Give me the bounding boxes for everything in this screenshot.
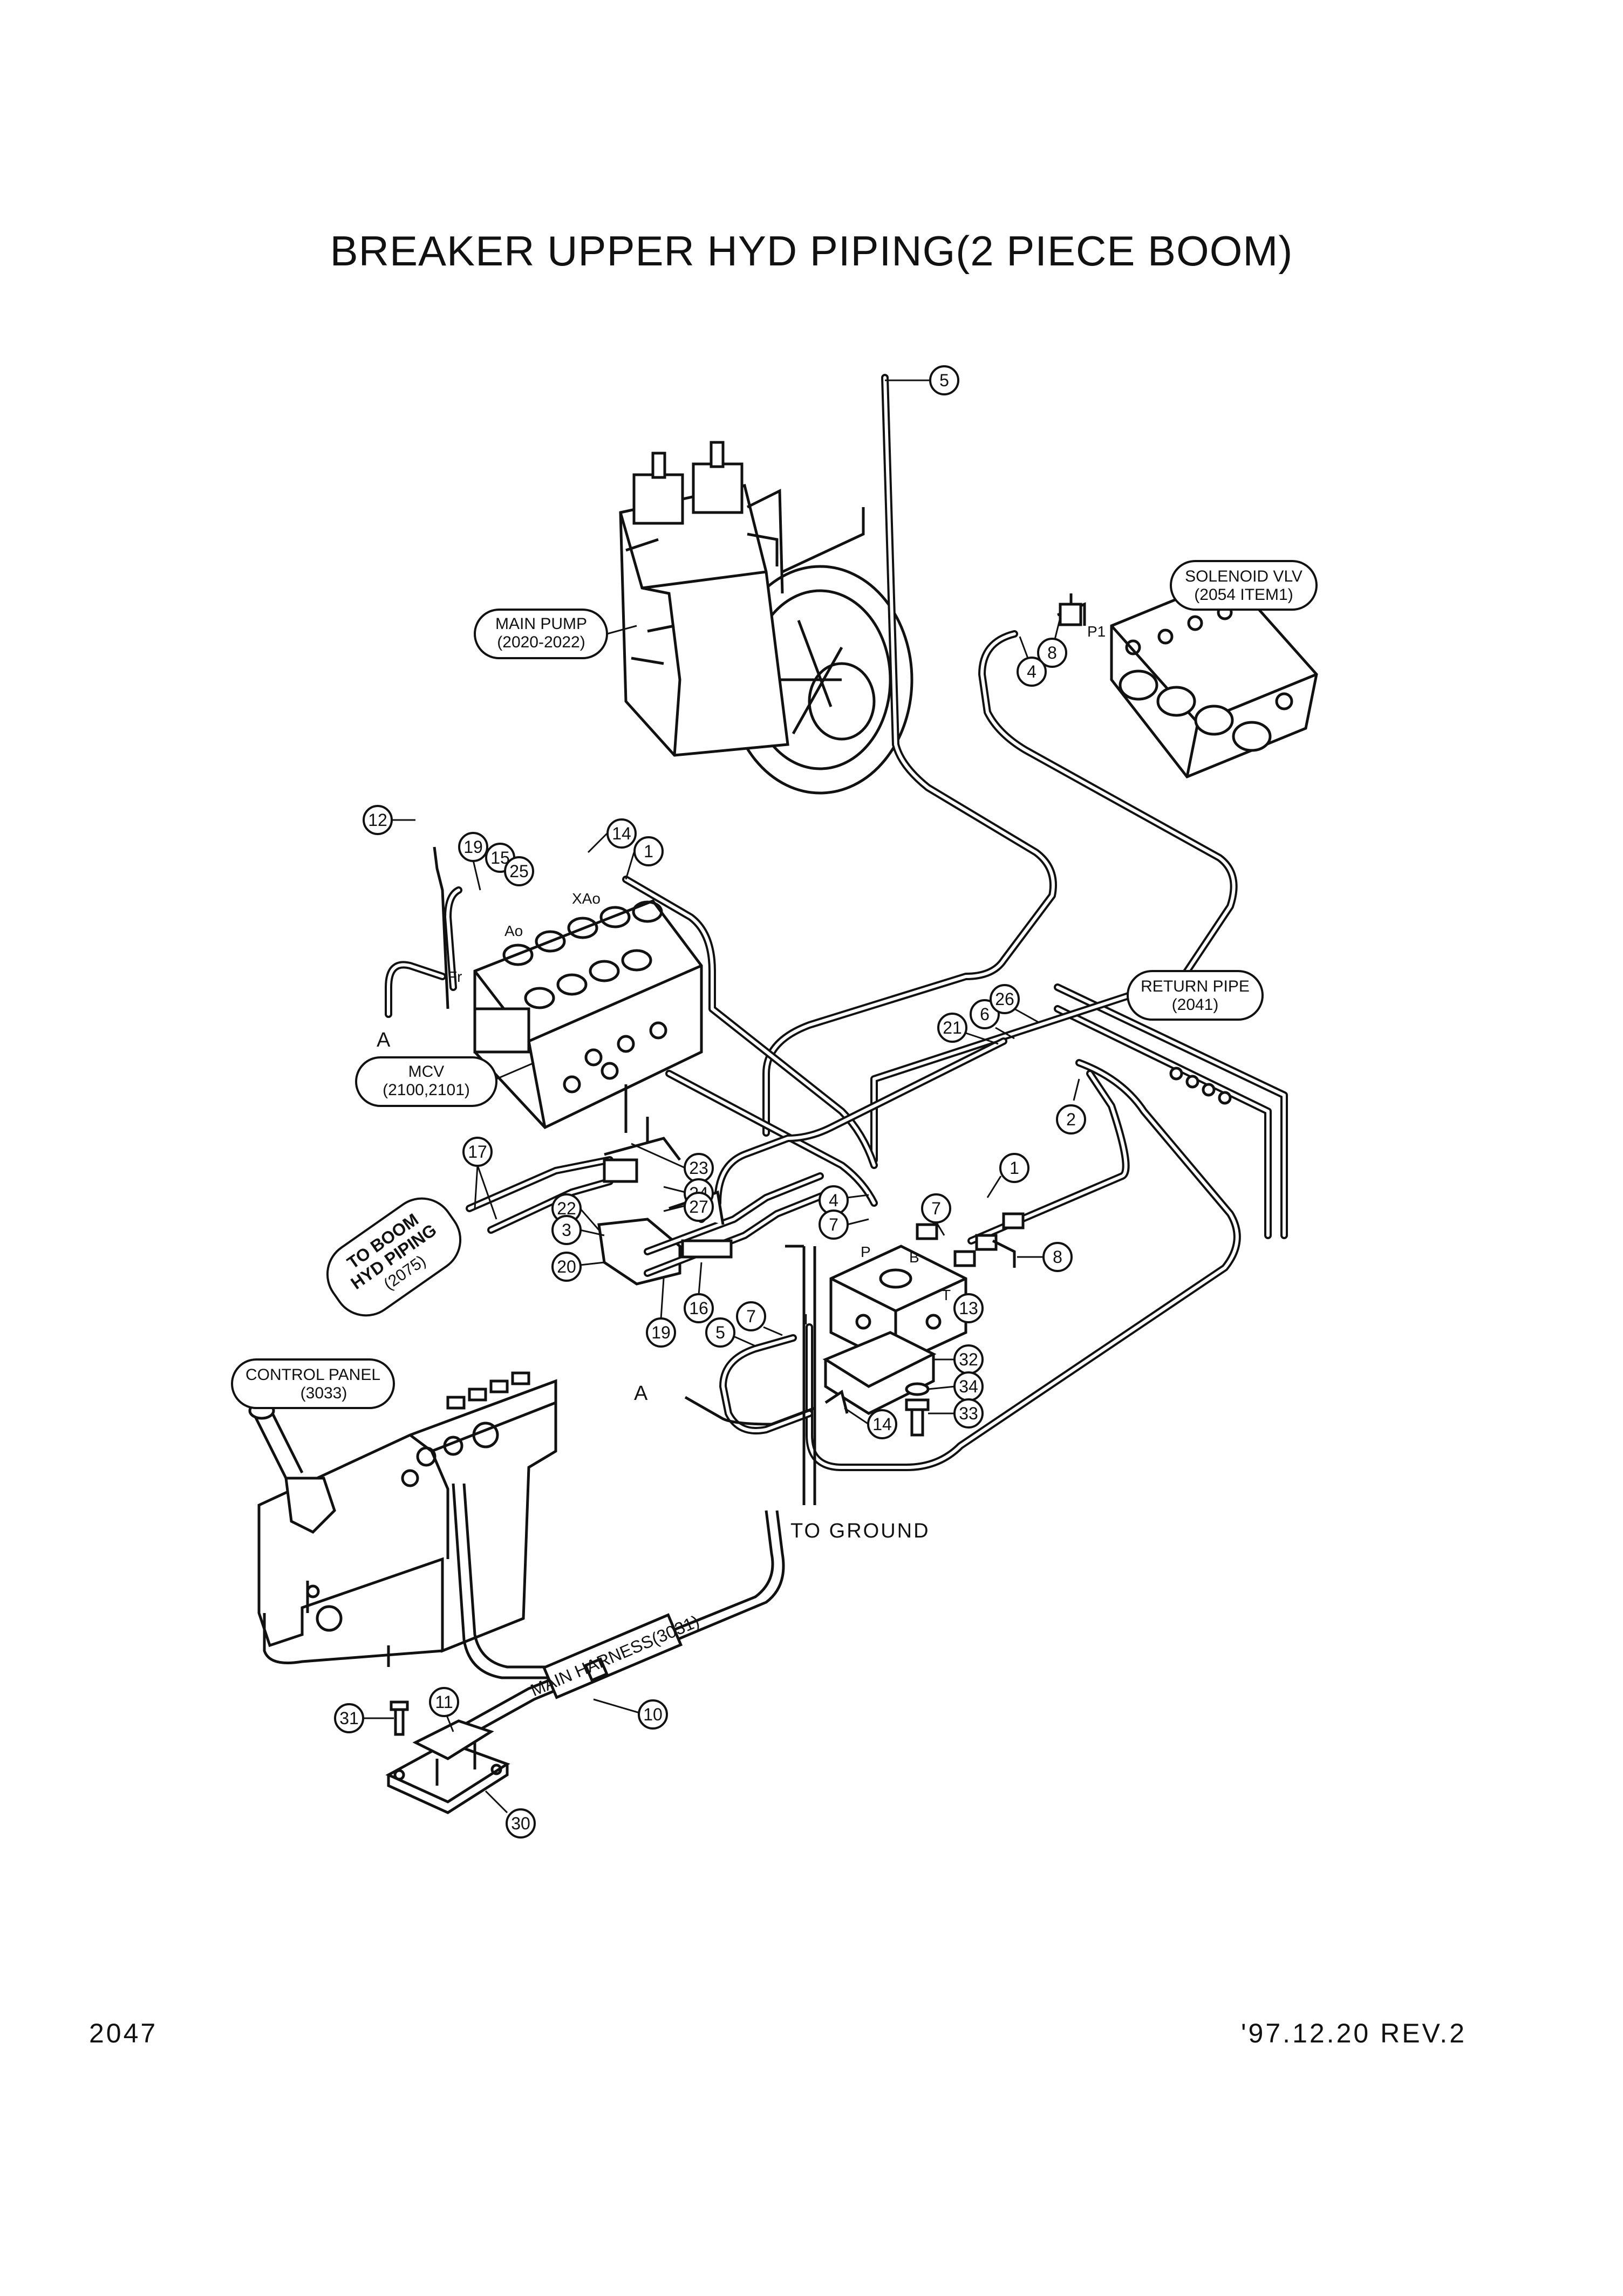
callout-3: 3 (562, 1220, 571, 1240)
callout-7-mid: 7 (829, 1215, 838, 1234)
port-xao: XAo (572, 890, 601, 907)
port-labels: P1 XAo Ao Fr P B T I TO GROUND A A (377, 623, 1106, 1542)
hoses (385, 374, 1241, 1505)
callout-6: 6 (980, 1004, 990, 1024)
boom-piping (466, 1084, 835, 1286)
callout-34: 34 (959, 1377, 978, 1396)
return-pipe-drawing (1054, 983, 1288, 1239)
port-p1: P1 (1087, 623, 1106, 640)
control-panel-label: CONTROL PANEL (3033) (231, 1358, 395, 1409)
callout-27: 27 (689, 1197, 708, 1217)
solenoid-valve-drawing (1057, 576, 1318, 779)
callout-31: 31 (339, 1709, 359, 1728)
callout-12: 12 (368, 810, 387, 830)
callout-5: 5 (939, 371, 949, 390)
port-i: I (804, 1311, 808, 1328)
callout-26: 26 (995, 989, 1014, 1009)
callout-circle (929, 365, 959, 395)
callout-14-top: 14 (612, 824, 631, 843)
callout-23: 23 (689, 1158, 708, 1178)
mcv-drawing (473, 899, 703, 1130)
port-fr: Fr (448, 968, 462, 985)
revision-date: '97.12.20 REV.2 (1241, 2018, 1467, 2048)
callout-4-mid: 4 (829, 1191, 838, 1210)
callout-10: 10 (643, 1705, 663, 1724)
callout-30: 30 (511, 1814, 530, 1833)
page-number: 2047 (89, 2018, 158, 2048)
callout-4: 4 (1027, 662, 1036, 681)
to-ground-label: TO GROUND (790, 1520, 930, 1542)
callout-11: 11 (435, 1692, 453, 1712)
main-harness-name: MAIN HARNESS(3031) (528, 1611, 702, 1700)
callouts: 5 8 4 12 19 1 5 25 14 1 21 (334, 365, 1086, 1839)
pedal-drawing (385, 1700, 510, 1814)
callout-16: 16 (689, 1299, 708, 1318)
solenoid-vlv-label: SOLENOID VLV (2054 ITEM1) (1170, 560, 1318, 611)
solenoid-vlv-ref: (2054 ITEM1) (1194, 586, 1293, 604)
callout-7-right: 7 (931, 1199, 941, 1218)
callout-20: 20 (557, 1257, 576, 1276)
control-panel-name: CONTROL PANEL (246, 1366, 380, 1384)
callout-19-bottom: 19 (651, 1323, 671, 1342)
return-pipe-ref: (2041) (1172, 996, 1219, 1014)
callout-8-right: 8 (1053, 1247, 1062, 1267)
main-harness-drawing (431, 1483, 785, 1755)
page-title: BREAKER UPPER HYD PIPING(2 PIECE BOOM) (330, 227, 1293, 275)
section-a-right: A (634, 1382, 648, 1405)
callout-5-lower: 5 (715, 1323, 725, 1342)
callout-8: 8 (1047, 643, 1057, 662)
port-b: B (909, 1249, 919, 1266)
return-pipe-label: RETURN PIPE (2041) (1127, 970, 1264, 1021)
callout-17: 17 (468, 1142, 487, 1161)
mcv-name: MCV (408, 1063, 445, 1081)
callout-14-lower: 14 (872, 1414, 892, 1434)
callout-19-top: 19 (463, 837, 483, 857)
callout-13: 13 (959, 1299, 978, 1318)
callout-1-top: 1 (644, 842, 653, 861)
main-pump-name: MAIN PUMP (495, 615, 587, 633)
callout-33: 33 (959, 1404, 978, 1423)
main-pump-label: MAIN PUMP (2020-2022) (474, 609, 637, 659)
callout-32: 32 (959, 1350, 978, 1369)
callout-21: 21 (943, 1018, 962, 1037)
return-pipe-name: RETURN PIPE (1141, 978, 1250, 995)
breaker-valve-drawing (822, 1212, 1025, 1437)
main-pump-ref: (2020-2022) (497, 633, 585, 651)
control-panel-ref: (3033) (301, 1384, 347, 1402)
callout-1-right: 1 (1010, 1158, 1019, 1178)
to-boom-label: TO BOOM HYD PIPING (2075) (326, 1197, 462, 1317)
mcv-ref: (2100,2101) (383, 1081, 470, 1099)
control-panel-drawing (248, 1371, 557, 1667)
main-pump-drawing (619, 441, 913, 795)
section-a-left: A (377, 1029, 391, 1051)
callout-7-lower: 7 (746, 1307, 756, 1326)
port-ao: Ao (504, 922, 523, 939)
port-p: P (861, 1243, 871, 1260)
solenoid-vlv-name: SOLENOID VLV (1185, 568, 1303, 585)
port-t: T (942, 1287, 951, 1303)
callout-25: 25 (509, 862, 529, 881)
callout-2: 2 (1066, 1110, 1076, 1129)
mcv-label: MCV (2100,2101) (355, 1056, 535, 1107)
main-harness-label: MAIN HARNESS(3031) (528, 1611, 702, 1700)
